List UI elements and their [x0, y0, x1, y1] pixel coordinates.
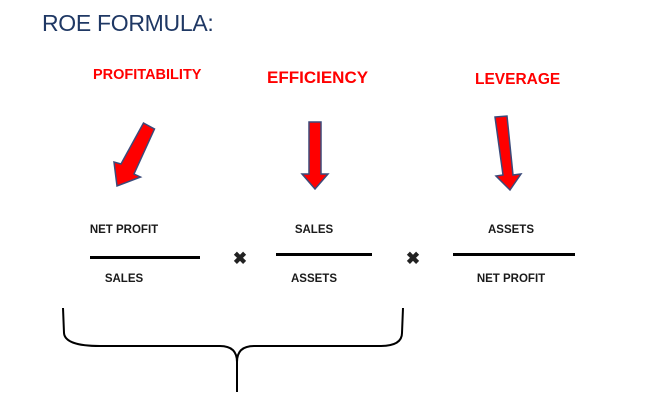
leverage-numerator: ASSETS — [487, 224, 535, 236]
efficiency-denominator: ASSETS — [290, 273, 338, 285]
profitability-numerator: NET PROFIT — [89, 224, 159, 236]
grouping-brace — [62, 307, 404, 392]
profitability-label: PROFITABILITY — [93, 67, 202, 83]
leverage-fraction-bar — [453, 253, 575, 256]
page-title: ROE FORMULA: — [42, 10, 214, 36]
leverage-arrow — [494, 115, 523, 192]
profitability-denominator: SALES — [104, 273, 144, 285]
leverage-label: LEVERAGE — [475, 71, 561, 88]
efficiency-numerator: SALES — [294, 224, 334, 236]
efficiency-fraction-bar — [276, 253, 372, 256]
profitability-arrow — [113, 121, 156, 188]
profitability-fraction-bar — [90, 256, 200, 259]
efficiency-arrow — [300, 121, 330, 191]
leverage-denominator: NET PROFIT — [476, 273, 546, 285]
multiply-operator-1: ✖ — [232, 249, 248, 268]
efficiency-label: EFFICIENCY — [267, 68, 369, 87]
multiply-operator-2: ✖ — [405, 249, 421, 268]
